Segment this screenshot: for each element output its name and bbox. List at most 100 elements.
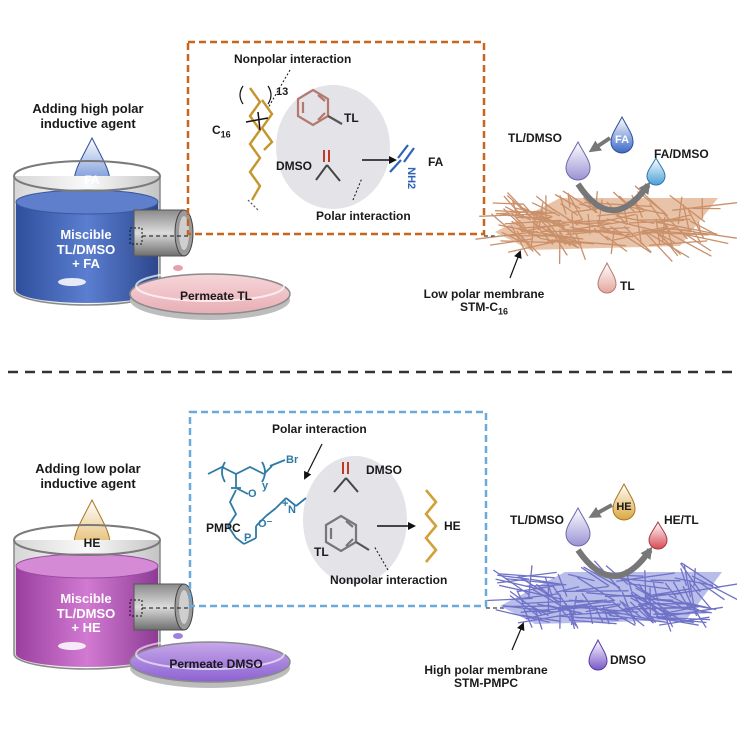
top-product-label: FA/DMSO [654,147,709,161]
top-mixture-label: TL/DMSO [508,131,562,145]
membrane-fiber [495,578,543,591]
membrane-fiber [657,232,676,244]
dish-top [129,265,291,320]
membrane-fiber [498,224,531,233]
bottom-agent-title-line2: inductive agent [40,475,136,491]
membrane-fiber [629,606,699,610]
membrane-fiber [585,604,621,613]
membrane-fiber [492,202,525,205]
top-drop-label: FA [84,173,100,187]
dmso-icon-top [315,150,341,182]
bottom-agent-title-line1: Adding low polar [35,461,141,476]
membrane-fiber [630,592,655,622]
bottom-added-label: HE [616,501,632,513]
membrane-fiber [644,230,690,259]
membrane-fiber [680,562,720,589]
top-beaker-line3: + FA [72,256,100,272]
membrane-fiber [576,599,607,603]
membrane-fiber [689,583,711,609]
dish-bottom [129,633,291,688]
top-tl-label: TL [344,111,359,125]
bottom-beaker-line3: + HE [71,620,101,636]
membrane-fiber [567,194,571,208]
top-membrane-sub: 16 [497,306,509,317]
bottom-mixture-label: TL/DMSO [510,513,564,527]
membrane-fiber [490,213,525,243]
membrane-fiber [497,578,529,584]
bottom-polymer-repeat: y [262,480,269,492]
membrane-fiber [530,221,536,247]
fa-dmso-drop-icon [646,156,666,186]
dmso-icon-bottom [333,462,359,493]
bottom-product-label: HE/TL [664,513,699,527]
top-chain-sub: 16 [220,129,231,140]
membrane-fiber [689,220,716,235]
bottom-nonpolar-label: Nonpolar interaction [330,573,448,587]
bottom-membrane-caption: High polar membrane STM-PMPC [424,663,548,691]
membrane-fiber [554,193,581,210]
membrane-fiber [622,577,653,597]
bottom-permeate-label: DMSO [610,653,646,667]
membrane-fiber [535,583,560,604]
beaker-bottom [13,524,161,670]
toluene-icon-top [296,88,343,127]
membrane-fiber [576,576,616,602]
fa-drop-icon-small [610,115,634,154]
top-added-label: FA [614,134,630,146]
membrane-fiber [551,584,573,614]
membrane-fiber [516,571,557,579]
bottom-beaker-line1: Miscible [60,591,112,606]
membrane-fiber [646,597,660,620]
membrane-fiber [520,599,584,605]
membrane-fiber [487,597,533,602]
formamide-icon [389,144,415,173]
membrane-fiber [621,591,637,625]
top-agent-title-line1: Adding high polar [32,101,144,116]
membrane-fiber [557,239,627,247]
membrane-fiber [554,599,614,610]
top-dmso-label: DMSO [276,159,312,173]
bottom-beaker-label: Miscible TL/DMSO + HE [56,591,116,636]
bottom-charge-plus: + [282,498,289,510]
membrane-fiber [568,573,595,582]
membrane-fiber [691,575,737,601]
hexane-icon [424,489,438,563]
membrane-fiber [571,207,600,213]
membrane-fiber [635,587,660,601]
membrane-fiber [569,606,639,613]
membrane-fiber [638,597,674,601]
top-chain-label: C16 [212,123,231,140]
tl-drop-icon [597,261,617,294]
top-agent-title: Adding high polar inductive agent [32,101,144,131]
membrane-fiber [580,566,610,587]
membrane-fiber [563,590,629,593]
membrane-fiber [658,606,697,616]
top-membrane-caption: Low polar membrane STM-C16 [424,287,545,317]
bottom-membrane-caption-line1: High polar membrane [424,663,548,677]
top-polar-label: Polar interaction [316,209,411,223]
membrane-fiber [575,585,609,592]
membrane-fiber [489,238,533,246]
membrane-fiber [644,231,673,263]
membrane-fiber [666,231,712,257]
membrane-fiber [593,227,610,241]
membrane-fiber [637,603,655,624]
membrane-fiber [517,612,576,624]
bottom-beaker-line2: TL/DMSO [56,605,116,621]
pmpc-polymer-icon [207,461,307,545]
membrane-fiber [602,604,610,625]
membrane-fiber [628,206,666,215]
membrane-fiber [544,576,553,597]
he-drop-icon-small [612,482,636,521]
membrane-fiber [606,201,627,226]
top-beaker-line2: TL/DMSO [56,241,116,257]
membrane-fiber [495,609,550,623]
membrane-fiber [682,585,698,617]
membrane-fiber [655,218,661,245]
membrane-fiber [648,597,671,614]
membrane-fiber [595,213,636,224]
bottom-polar-label: Polar interaction [272,422,367,436]
bottom-atom-o: O [248,488,257,500]
membrane-fiber [630,597,664,617]
